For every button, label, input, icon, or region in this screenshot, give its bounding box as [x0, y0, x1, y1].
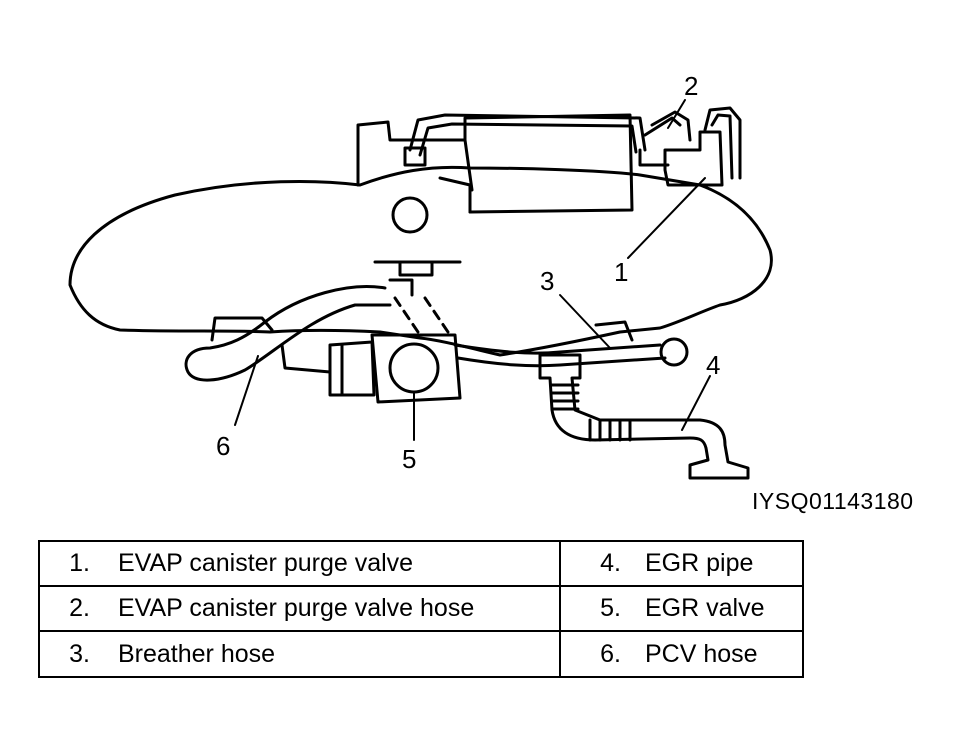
- leader-1: [627, 177, 706, 259]
- legend-text: Breather hose: [118, 639, 276, 668]
- legend-cell: 4. EGR pipe: [561, 542, 753, 585]
- engine-boss: [391, 196, 429, 234]
- leader-3: [559, 294, 611, 349]
- legend-cell: 1. EVAP canister purge valve: [40, 542, 413, 585]
- purge-hose: [408, 113, 647, 152]
- callout-4: 4: [706, 350, 720, 380]
- legend-cell: 6. PCV hose: [561, 632, 758, 676]
- legend-number: 2.: [69, 594, 90, 622]
- legend-text: EGR valve: [645, 594, 765, 622]
- egr-valve: [370, 333, 462, 404]
- engine-body-outline: [68, 165, 773, 357]
- legend-text: EVAP canister purge valve hose: [118, 594, 475, 622]
- legend-cell: 3. Breather hose: [40, 632, 275, 676]
- legend-number: 5.: [600, 594, 621, 622]
- callout-1: 1: [614, 257, 628, 287]
- legend-cell: 5. EGR valve: [561, 587, 764, 630]
- legend-number: 3.: [69, 639, 90, 668]
- legend-number: 4.: [600, 549, 621, 577]
- figure-code: IYSQ01143180: [752, 488, 914, 514]
- leader-6: [234, 355, 259, 426]
- callout-6: 6: [216, 431, 230, 461]
- legend-text: PCV hose: [645, 639, 758, 668]
- legend-number: 1.: [69, 549, 90, 577]
- legend-row: 1. EVAP canister purge valve 4. EGR pipe: [40, 542, 802, 587]
- egr-pipe: [538, 353, 750, 480]
- callout-3: 3: [540, 266, 554, 296]
- legend-row: 2. EVAP canister purge valve hose 5. EGR…: [40, 587, 802, 632]
- legend-row: 3. Breather hose 6. PCV hose: [40, 632, 802, 676]
- engine-diagram: 1 2 3 4 5 6: [68, 71, 773, 480]
- legend-divider: [559, 542, 561, 676]
- legend-number: 6.: [600, 639, 621, 668]
- intake-box: [356, 113, 634, 214]
- leader-4: [681, 375, 711, 431]
- callout-2: 2: [684, 71, 698, 101]
- callout-5: 5: [402, 444, 416, 474]
- legend-cell: 2. EVAP canister purge valve hose: [40, 587, 474, 630]
- legend-text: EGR pipe: [645, 549, 754, 577]
- purge-valve: [663, 130, 724, 187]
- pcv-hose: [184, 285, 392, 382]
- legend-table: 1. EVAP canister purge valve 4. EGR pipe…: [38, 540, 804, 678]
- leader-2: [667, 99, 686, 129]
- breather-hose: [453, 343, 662, 355]
- legend-text: EVAP canister purge valve: [118, 549, 414, 577]
